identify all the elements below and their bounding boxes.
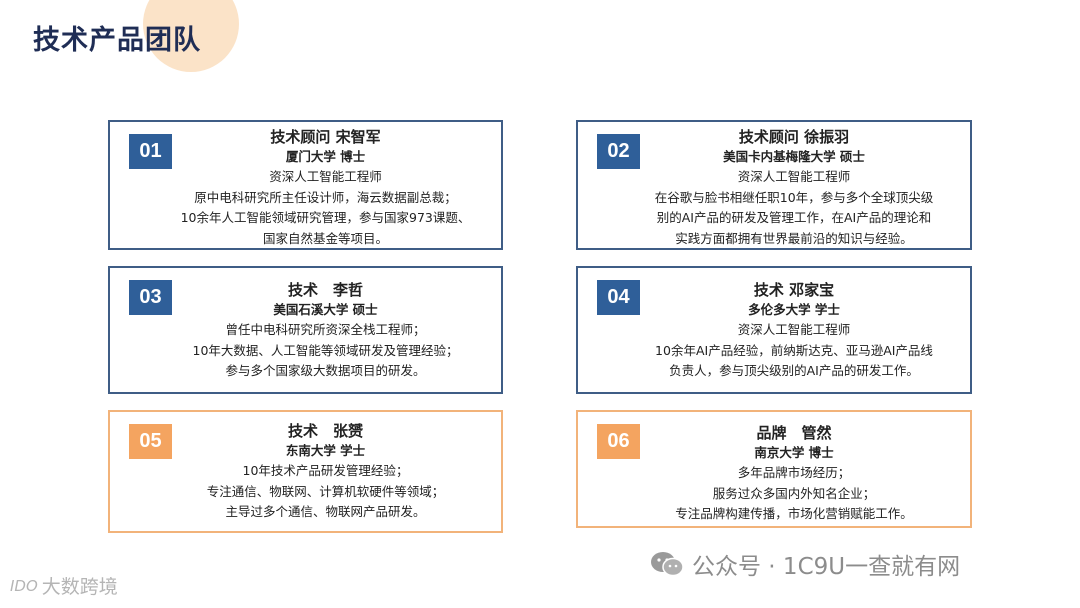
member-desc-line: 资深人工智能工程师 [269,169,382,184]
member-card-06: 06 品牌 管然 南京大学 博士 多年品牌市场经历； 服务过众多国内外知名企业；… [576,410,972,528]
member-desc-line: 专注通信、物联网、计算机软硬件等领域； [206,483,445,499]
member-card-01: 01 技术顾问 宋智军 厦门大学 博士 资深人工智能工程师 原中电科研究所主任设… [108,120,503,250]
member-name: 品牌 管然 [756,424,832,442]
member-desc-line: 资深人工智能工程师 [737,169,851,184]
member-name: 技术 张赟 [287,422,363,440]
member-desc-line: 国家自然基金等项目。 [262,230,388,246]
member-desc-line: 负责人，参与顶尖级别的AI产品的研发工作。 [669,363,919,378]
member-desc-line: 别的AI产品的研发及管理工作，在AI产品的理论和 [656,210,932,225]
member-desc-line: 专注品牌构建传播，市场化营销赋能工作。 [675,506,913,521]
member-card-03: 03 技术 李哲 美国石溪大学 硕士 曾任中电科研究所资深全栈工程师； 10年大… [108,266,503,394]
member-card-02: 02 技术顾问 徐振羽 美国卡内基梅隆大学 硕士 资深人工智能工程师 在谷歌与脸… [576,120,972,250]
member-name: 技术顾问 徐振羽 [738,128,850,146]
card-body: 技术 张赟 东南大学 学士 10年技术产品研发管理经验； 专注通信、物联网、计算… [150,421,501,523]
member-desc-line: 10年技术产品研发管理经验； [242,463,409,478]
card-body: 技术 李哲 美国石溪大学 硕士 曾任中电科研究所资深全栈工程师； 10年大数据、… [150,280,501,382]
member-desc-line: 主导过多个通信、物联网产品研发。 [225,504,426,519]
logo-text: 大数跨境 [41,576,118,598]
member-card-04: 04 技术 邓家宝 多伦多大学 学士 资深人工智能工程师 10余年AI产品经验，… [576,266,972,394]
wechat-watermark: 公众号 · 1C9U一查就有网 [650,547,960,581]
card-body: 技术顾问 徐振羽 美国卡内基梅隆大学 硕士 资深人工智能工程师 在谷歌与脸书相继… [618,127,970,249]
member-desc-line: 在谷歌与脸书相继任职10年，参与多个全球顶尖级 [654,189,934,205]
member-name: 技术顾问 宋智军 [270,128,381,146]
member-desc-line: 10余年AI产品经验，前纳斯达克、亚马逊AI产品线 [655,342,933,358]
member-desc-line: 多年品牌市场经历； [737,465,851,480]
card-body: 品牌 管然 南京大学 博士 多年品牌市场经历； 服务过众多国内外知名企业； 专注… [618,423,970,525]
member-desc-line: 10年大数据、人工智能等领域研发及管理经验； [192,342,459,358]
member-desc-line: 曾任中电科研究所资深全栈工程师； [225,322,426,337]
number-badge: 01 [129,134,172,169]
member-school: 东南大学 学士 [285,443,366,458]
member-name: 技术 邓家宝 [753,281,835,299]
member-school: 多伦多大学 学士 [748,302,840,317]
brand-logo: IDO 大数跨境 [10,572,118,599]
member-desc-line: 10余年人工智能领域研究管理，参与国家973课题、 [180,210,471,225]
member-desc-line: 原中电科研究所主任设计师，海云数据副总裁； [194,189,457,205]
member-school: 南京大学 博士 [754,445,834,460]
card-body: 技术顾问 宋智军 厦门大学 博士 资深人工智能工程师 原中电科研究所主任设计师，… [150,127,501,249]
number-badge: 04 [597,280,640,315]
number-badge: 02 [597,134,640,169]
watermark-text: 公众号 · 1C9U一查就有网 [692,554,961,580]
member-card-05: 05 技术 张赟 东南大学 学士 10年技术产品研发管理经验； 专注通信、物联网… [108,410,503,533]
page-title: 技术产品团队 [33,25,201,56]
number-badge: 06 [597,424,640,459]
member-name: 技术 李哲 [287,281,363,299]
wechat-icon [650,551,684,577]
logo-icon: IDO [10,576,38,595]
member-desc-line: 资深人工智能工程师 [737,322,851,337]
card-body: 技术 邓家宝 多伦多大学 学士 资深人工智能工程师 10余年AI产品经验，前纳斯… [618,280,970,382]
number-badge: 03 [129,280,172,315]
member-desc-line: 服务过众多国内外知名企业； [712,485,876,501]
member-desc-line: 参与多个国家级大数据项目的研发。 [225,363,426,378]
member-school: 厦门大学 博士 [285,149,366,164]
member-desc-line: 实践方面都拥有世界最前沿的知识与经验。 [675,230,913,246]
member-school: 美国石溪大学 硕士 [273,302,378,317]
number-badge: 05 [129,424,172,459]
member-school: 美国卡内基梅隆大学 硕士 [723,149,865,164]
